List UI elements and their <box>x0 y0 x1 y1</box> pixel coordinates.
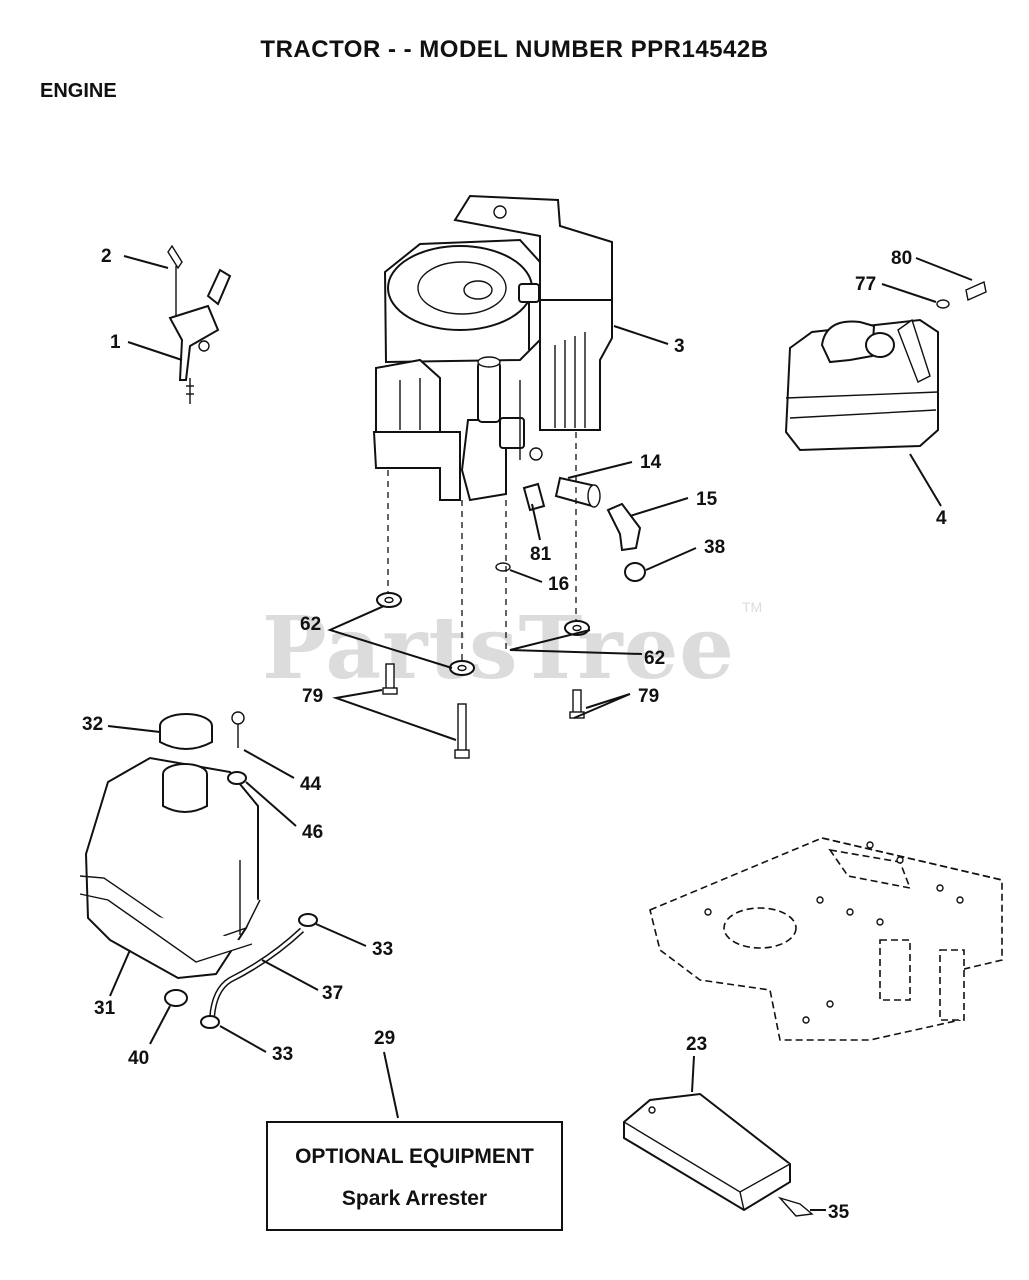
callout-38: 38 <box>704 537 725 558</box>
fuel-tank-part[interactable] <box>79 711 318 1029</box>
throttle-control-part[interactable] <box>167 244 232 404</box>
callout-2: 2 <box>101 246 112 267</box>
callout-23: 23 <box>686 1034 707 1055</box>
callout-labels: 2 1 3 80 77 4 14 15 38 81 16 62 62 79 79… <box>82 246 947 1223</box>
optional-equipment-heading: OPTIONAL EQUIPMENT <box>295 1145 534 1168</box>
section-label: ENGINE <box>40 80 117 102</box>
callout-77: 77 <box>855 274 876 295</box>
callout-44: 44 <box>300 774 322 795</box>
callout-4: 4 <box>936 508 947 529</box>
leader-lines <box>107 255 973 1211</box>
fuel-fittings-part[interactable] <box>495 476 646 582</box>
engine-part[interactable] <box>372 194 613 502</box>
callout-62-left: 62 <box>300 614 321 635</box>
watermark-text: PartsTree <box>262 598 735 699</box>
mounting-lines <box>387 432 577 660</box>
page-title: TRACTOR - - MODEL NUMBER PPR14542B <box>260 36 769 63</box>
callout-79-left: 79 <box>302 686 323 707</box>
callout-16: 16 <box>548 574 569 595</box>
callout-40: 40 <box>128 1048 149 1069</box>
tractor-frame-part[interactable] <box>649 837 1003 1041</box>
optional-equipment-item: Spark Arrester <box>341 1187 488 1210</box>
watermark-trademark: TM <box>742 599 762 615</box>
heat-shield-part[interactable] <box>623 1092 814 1217</box>
callout-29: 29 <box>374 1028 395 1049</box>
callout-46: 46 <box>302 822 323 843</box>
callout-62-right: 62 <box>644 648 665 669</box>
callout-3: 3 <box>674 336 685 357</box>
callout-33-lower: 33 <box>272 1044 293 1065</box>
callout-1: 1 <box>110 332 121 353</box>
callout-14: 14 <box>640 452 662 473</box>
callout-32: 32 <box>82 714 103 735</box>
callout-37: 37 <box>322 983 343 1004</box>
optional-equipment-box: OPTIONAL EQUIPMENT Spark Arrester <box>266 1121 563 1231</box>
callout-31: 31 <box>94 998 116 1019</box>
callout-33-upper: 33 <box>372 939 393 960</box>
callout-81: 81 <box>530 544 552 565</box>
callout-80: 80 <box>891 248 912 269</box>
muffler-part[interactable] <box>784 281 987 452</box>
callout-79-right: 79 <box>638 686 659 707</box>
callout-35: 35 <box>828 1202 850 1223</box>
callout-15: 15 <box>696 489 718 510</box>
